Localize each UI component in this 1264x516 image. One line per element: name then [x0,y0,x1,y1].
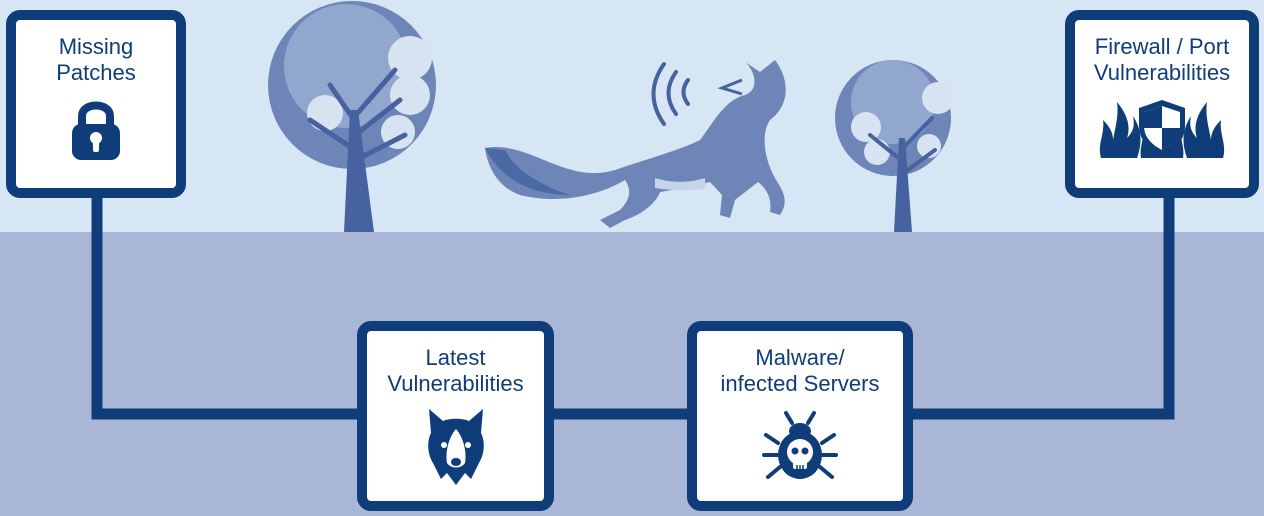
node-malware-infected-servers: Malware/ infected Servers [687,321,913,511]
ground [0,232,1264,516]
fox-illustration [485,60,786,228]
node-firewall-port-vulnerabilities: Firewall / Port Vulnerabilities [1065,10,1259,198]
node-label: Firewall / Port Vulnerabilities [1093,34,1231,85]
padlock-icon [68,96,124,167]
node-label: Malware/ infected Servers [720,345,880,396]
node-missing-patches: Missing Patches [6,10,186,198]
tree-illustration [835,60,954,232]
connector-line [91,190,1175,420]
node-latest-vulnerabilities: Latest Vulnerabilities [357,321,554,511]
burning-shield-icon [1097,96,1227,165]
tree-illustration [268,1,436,232]
skull-bug-icon [762,407,838,488]
node-label: Missing Patches [56,34,136,85]
node-label: Latest Vulnerabilities [387,345,524,396]
wolf-head-icon [425,407,487,492]
